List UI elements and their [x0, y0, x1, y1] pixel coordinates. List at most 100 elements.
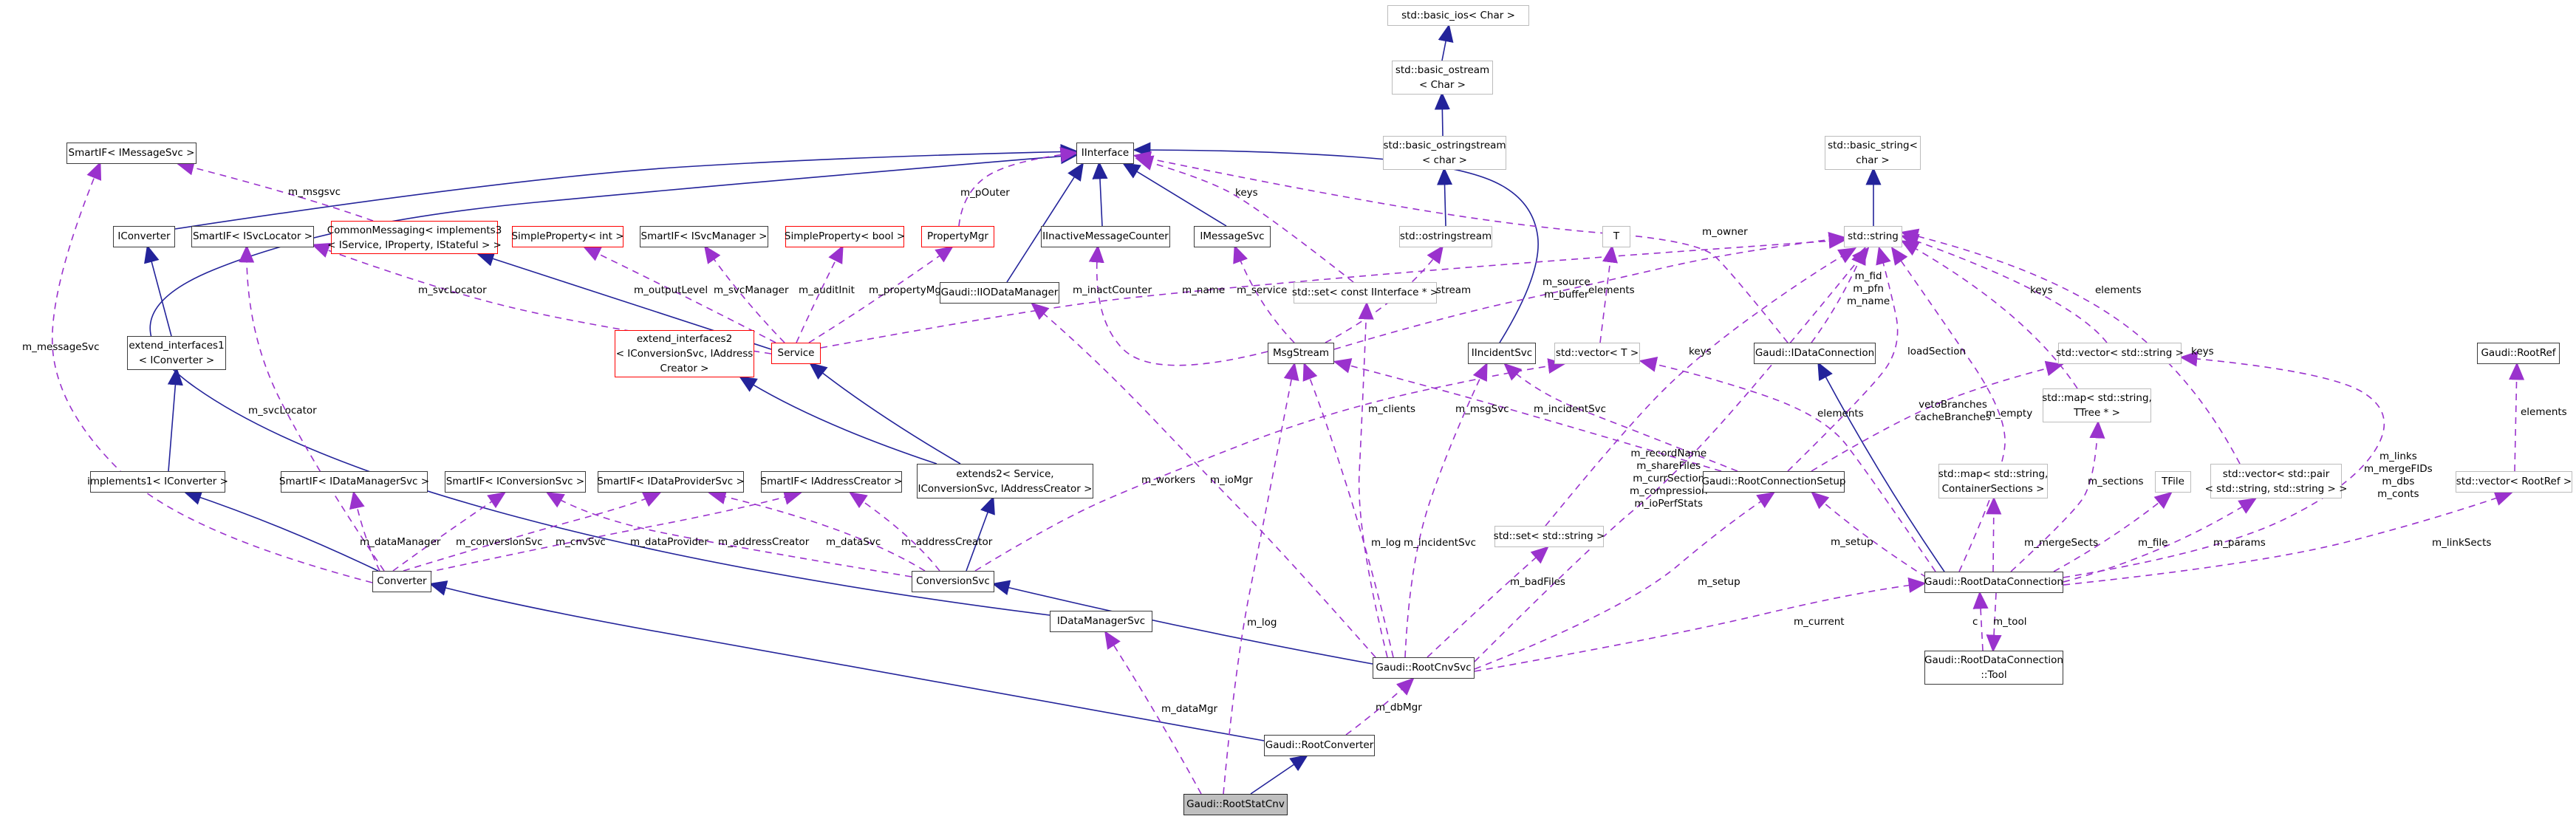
class-node-iconverter[interactable]: IConverter	[113, 226, 175, 247]
edge-label-m_clients: m_clients	[1368, 403, 1416, 415]
edge-label-m_workers: m_workers	[1141, 474, 1195, 486]
edge-label-m_conversionSvc: m_conversionSvc	[456, 536, 543, 548]
edge-rootdataconnection-to-vector_string	[2063, 351, 2385, 578]
edge-label-m_ioMgr: m_ioMgr	[1210, 474, 1253, 486]
class-node-implements1[interactable]: implements1< IConverter >	[87, 471, 228, 493]
class-node-vector_rootref[interactable]: std::vector< RootRef >	[2456, 471, 2572, 493]
class-node-service[interactable]: Service	[771, 343, 821, 364]
edge-rootdataconnection-to-map_containersections	[1986, 496, 2002, 572]
edge-rootconnectionsetup-to-iincidentsvc	[1503, 363, 1738, 472]
edge-label-m_dataManager: m_dataManager	[360, 536, 441, 548]
edge-label-m_tool: m_tool	[1993, 616, 2027, 628]
edge-rootconverter-to-converter	[428, 580, 1265, 741]
edge-rootdataconnection-to-vector_t	[1639, 357, 1936, 572]
class-node-basic_ostringstream[interactable]: std::basic_ostringstream < char >	[1383, 136, 1506, 170]
class-node-iinterface[interactable]: IInterface	[1076, 143, 1134, 164]
class-node-ostringstream[interactable]: std::ostringstream	[1399, 226, 1492, 247]
edge-label-elements: elements	[1817, 408, 1864, 419]
class-node-extend_interfaces2[interactable]: extend_interfaces2 < IConversionSvc, IAd…	[615, 330, 754, 377]
class-node-vector_t[interactable]: std::vector< T >	[1554, 343, 1640, 364]
class-node-rootstatcnv[interactable]: Gaudi::RootStatCnv	[1183, 794, 1288, 815]
class-node-iinactivemessagecounter[interactable]: IInactiveMessageCounter	[1041, 226, 1170, 247]
edge-label-loadSection: loadSection	[1907, 346, 1967, 357]
edge-converter-to-smartif_iconversionsvc	[392, 491, 506, 572]
edge-vector_rootref-to-rootref	[2509, 362, 2525, 472]
edge-rootcnvsvc-to-rootconnectionsetup	[1474, 492, 1776, 670]
class-node-conversionsvc[interactable]: ConversionSvc	[912, 571, 994, 592]
class-node-smartif_iconversionsvc[interactable]: SmartIF< IConversionSvc >	[445, 471, 586, 493]
edge-iinactivemessagecounter-to-iinterface	[1092, 161, 1108, 227]
edge-label-m_inactCounter: m_inactCounter	[1073, 284, 1152, 296]
edge-set_iinterface-to-iinterface	[1135, 155, 1354, 283]
edge-tool-to-rootdataconnection	[1972, 591, 1989, 651]
class-node-msgstream[interactable]: MsgStream	[1268, 343, 1334, 364]
class-node-idataconnection[interactable]: Gaudi::IDataConnection	[1754, 343, 1876, 364]
class-node-smartif_idatamanagersvc[interactable]: SmartIF< IDataManagerSvc >	[279, 471, 429, 493]
edge-idataconnection-to-iinterface	[1132, 151, 1788, 343]
edge-label-m_cnvSvc: m_cnvSvc	[556, 536, 606, 548]
class-node-extends2[interactable]: extends2< Service, IConversionSvc, IAddr…	[917, 464, 1093, 498]
edge-rootdataconnection-to-map_ttree	[2010, 420, 2105, 572]
class-node-string[interactable]: std::string	[1844, 226, 1902, 247]
class-node-map_ttree[interactable]: std::map< std::string, TTree * >	[2042, 388, 2152, 422]
edge-label-m_incidentSvc: m_incidentSvc	[1534, 403, 1607, 415]
class-node-converter[interactable]: Converter	[372, 571, 431, 592]
class-node-map_containersections[interactable]: std::map< std::string, ContainerSections…	[1938, 464, 2048, 498]
edge-converter-to-implements1	[183, 490, 379, 572]
class-node-basic_ostream[interactable]: std::basic_ostream < Char >	[1392, 61, 1493, 95]
class-node-tfile[interactable]: TFile	[2155, 471, 2191, 493]
class-node-smartif_imessagesvc[interactable]: SmartIF< IMessageSvc >	[66, 143, 197, 164]
edge-map_ttree-to-string	[1900, 240, 2078, 389]
edge-converter-to-smartif_idataprovidersvc	[403, 492, 662, 572]
edge-label-m_source: m_source m_buffer	[1542, 276, 1591, 301]
class-node-smartif_isvclocator[interactable]: SmartIF< ISvcLocator >	[191, 226, 314, 247]
edge-iconverter-to-iinterface	[174, 143, 1079, 230]
class-node-commonmessaging[interactable]: CommonMessaging< implements3 < IService,…	[327, 221, 502, 254]
class-node-vector_string[interactable]: std::vector< std::string >	[2056, 343, 2184, 364]
edge-label-m_auditInit: m_auditInit	[799, 284, 855, 296]
class-node-tool[interactable]: Gaudi::RootDataConnection ::Tool	[1924, 651, 2063, 685]
edge-label-m_fid: m_fid m_pfn m_name	[1847, 270, 1890, 307]
edge-label-m_recordName: m_recordName m_shareFiles m_currSection …	[1630, 448, 1708, 510]
edge-label-m_msgSvc: m_msgSvc	[1455, 403, 1509, 415]
class-node-set_iinterface[interactable]: std::set< const IInterface * >	[1292, 282, 1438, 304]
class-node-extend_interfaces1[interactable]: extend_interfaces1 < IConverter >	[127, 336, 226, 370]
class-node-vector_pair[interactable]: std::vector< std::pair < std::string, st…	[2205, 464, 2347, 498]
class-node-rootconverter[interactable]: Gaudi::RootConverter	[1264, 735, 1375, 756]
class-node-rootcnvsvc[interactable]: Gaudi::RootCnvSvc	[1373, 657, 1475, 679]
edge-service-to-propertymgr	[808, 245, 954, 343]
class-node-basic_ios[interactable]: std::basic_ios< Char >	[1387, 5, 1529, 26]
class-node-iincidentsvc[interactable]: IIncidentSvc	[1468, 343, 1536, 364]
edge-label-m_messageSvc: m_messageSvc	[22, 341, 100, 353]
edge-extends2-to-service	[809, 362, 961, 465]
class-node-set_string[interactable]: std::set< std::string >	[1494, 526, 1605, 547]
class-node-idatamanagersvc[interactable]: IDataManagerSvc	[1050, 611, 1152, 632]
edge-propertymgr-to-iinterface	[958, 146, 1079, 227]
class-node-simpleproperty_int[interactable]: SimpleProperty< int >	[511, 226, 624, 247]
edge-msgstream-to-imessagesvc	[1233, 244, 1295, 343]
class-node-rootdataconnection[interactable]: Gaudi::RootDataConnection	[1924, 572, 2063, 593]
edge-set_string-to-string	[1545, 247, 1857, 527]
edge-rootcnvsvc-to-iincidentsvc	[1404, 362, 1488, 658]
class-node-propertymgr[interactable]: PropertyMgr	[921, 226, 994, 247]
edge-label-m_sections: m_sections	[2088, 476, 2144, 487]
class-node-smartif_idataprovidersvc[interactable]: SmartIF< IDataProviderSvc >	[597, 471, 745, 493]
edge-label-m_svcLocator: m_svcLocator	[248, 405, 317, 417]
class-node-rootref[interactable]: Gaudi::RootRef	[2477, 343, 2560, 364]
edge-iincidentsvc-to-iinterface	[1132, 142, 1539, 343]
class-node-iiodatamanager[interactable]: Gaudi::IIODataManager	[940, 282, 1059, 304]
edge-label-m_dataMgr: m_dataMgr	[1161, 703, 1218, 715]
edge-label-m_setup: m_setup	[1698, 576, 1740, 588]
class-node-t[interactable]: T	[1602, 226, 1630, 247]
class-node-smartif_iaddresscreator[interactable]: SmartIF< IAddressCreator >	[761, 471, 902, 493]
class-node-basic_string[interactable]: std::basic_string< char >	[1825, 136, 1921, 170]
edge-conversionsvc-to-extends2	[966, 496, 995, 572]
class-node-rootconnectionsetup[interactable]: Gaudi::RootConnectionSetup	[1702, 471, 1846, 493]
class-node-simpleproperty_bool[interactable]: SimpleProperty< bool >	[785, 226, 905, 247]
class-node-smartif_isvcmanager[interactable]: SmartIF< ISvcManager >	[640, 226, 768, 247]
edge-commonmessaging-to-smartif_imessagesvc	[176, 160, 374, 222]
edge-label-m_pOuter: m_pOuter	[960, 187, 1010, 199]
edge-label-keys: keys	[2191, 346, 2214, 357]
edge-label-m_empty: m_empty	[1986, 408, 2033, 419]
class-node-imessagesvc[interactable]: IMessageSvc	[1194, 226, 1271, 247]
